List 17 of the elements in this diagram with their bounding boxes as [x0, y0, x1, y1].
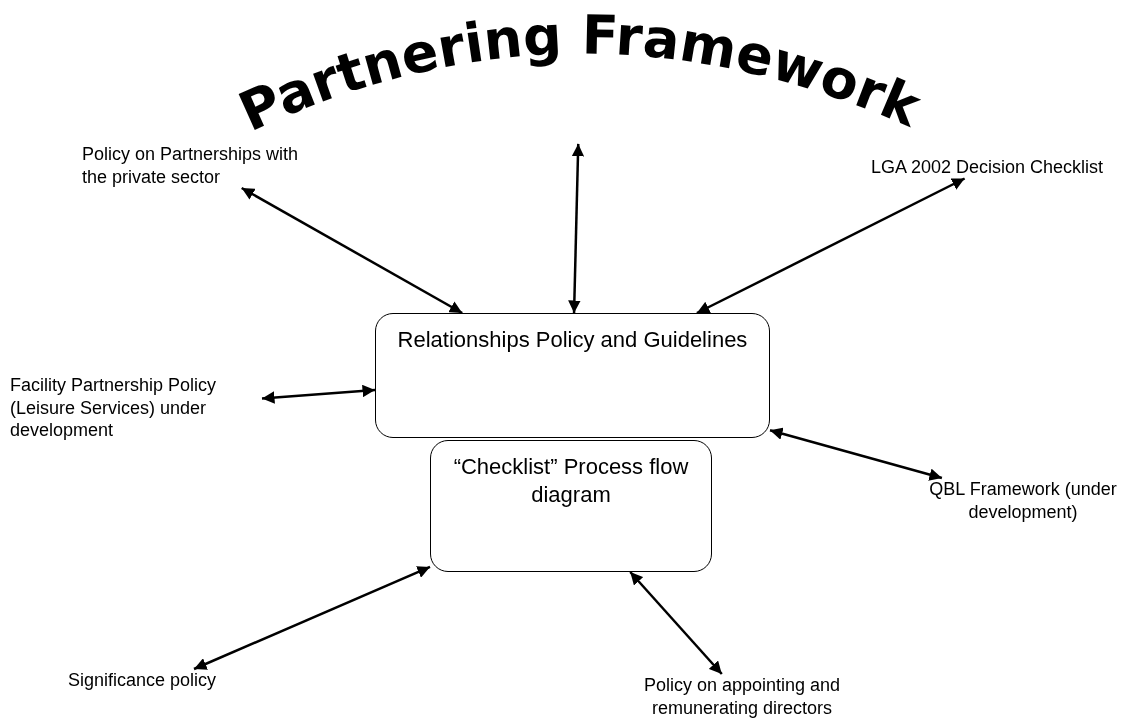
process-box	[375, 313, 770, 438]
policy-label: Facility Partnership Policy (Leisure Services) under development	[10, 374, 262, 442]
policy-label: Policy on appointing and remunerating directors	[608, 674, 876, 719]
box-text: “Checklist” Process flow diagram	[452, 453, 690, 508]
double-arrow	[193, 565, 431, 671]
double-arrow	[261, 384, 376, 404]
policy-label: Significance policy	[68, 669, 268, 692]
double-arrow	[696, 177, 966, 315]
box-text: Relationships Policy and Guidelines	[396, 326, 749, 354]
double-arrow	[629, 571, 723, 675]
double-arrow	[568, 143, 585, 314]
policy-label: QBL Framework (under development)	[912, 478, 1134, 523]
process-box	[430, 440, 712, 572]
double-arrow	[769, 427, 943, 481]
double-arrow	[241, 186, 463, 315]
policy-label: Policy on Partnerships with the private sector	[82, 143, 322, 188]
policy-label: LGA 2002 Decision Checklist	[862, 156, 1112, 179]
